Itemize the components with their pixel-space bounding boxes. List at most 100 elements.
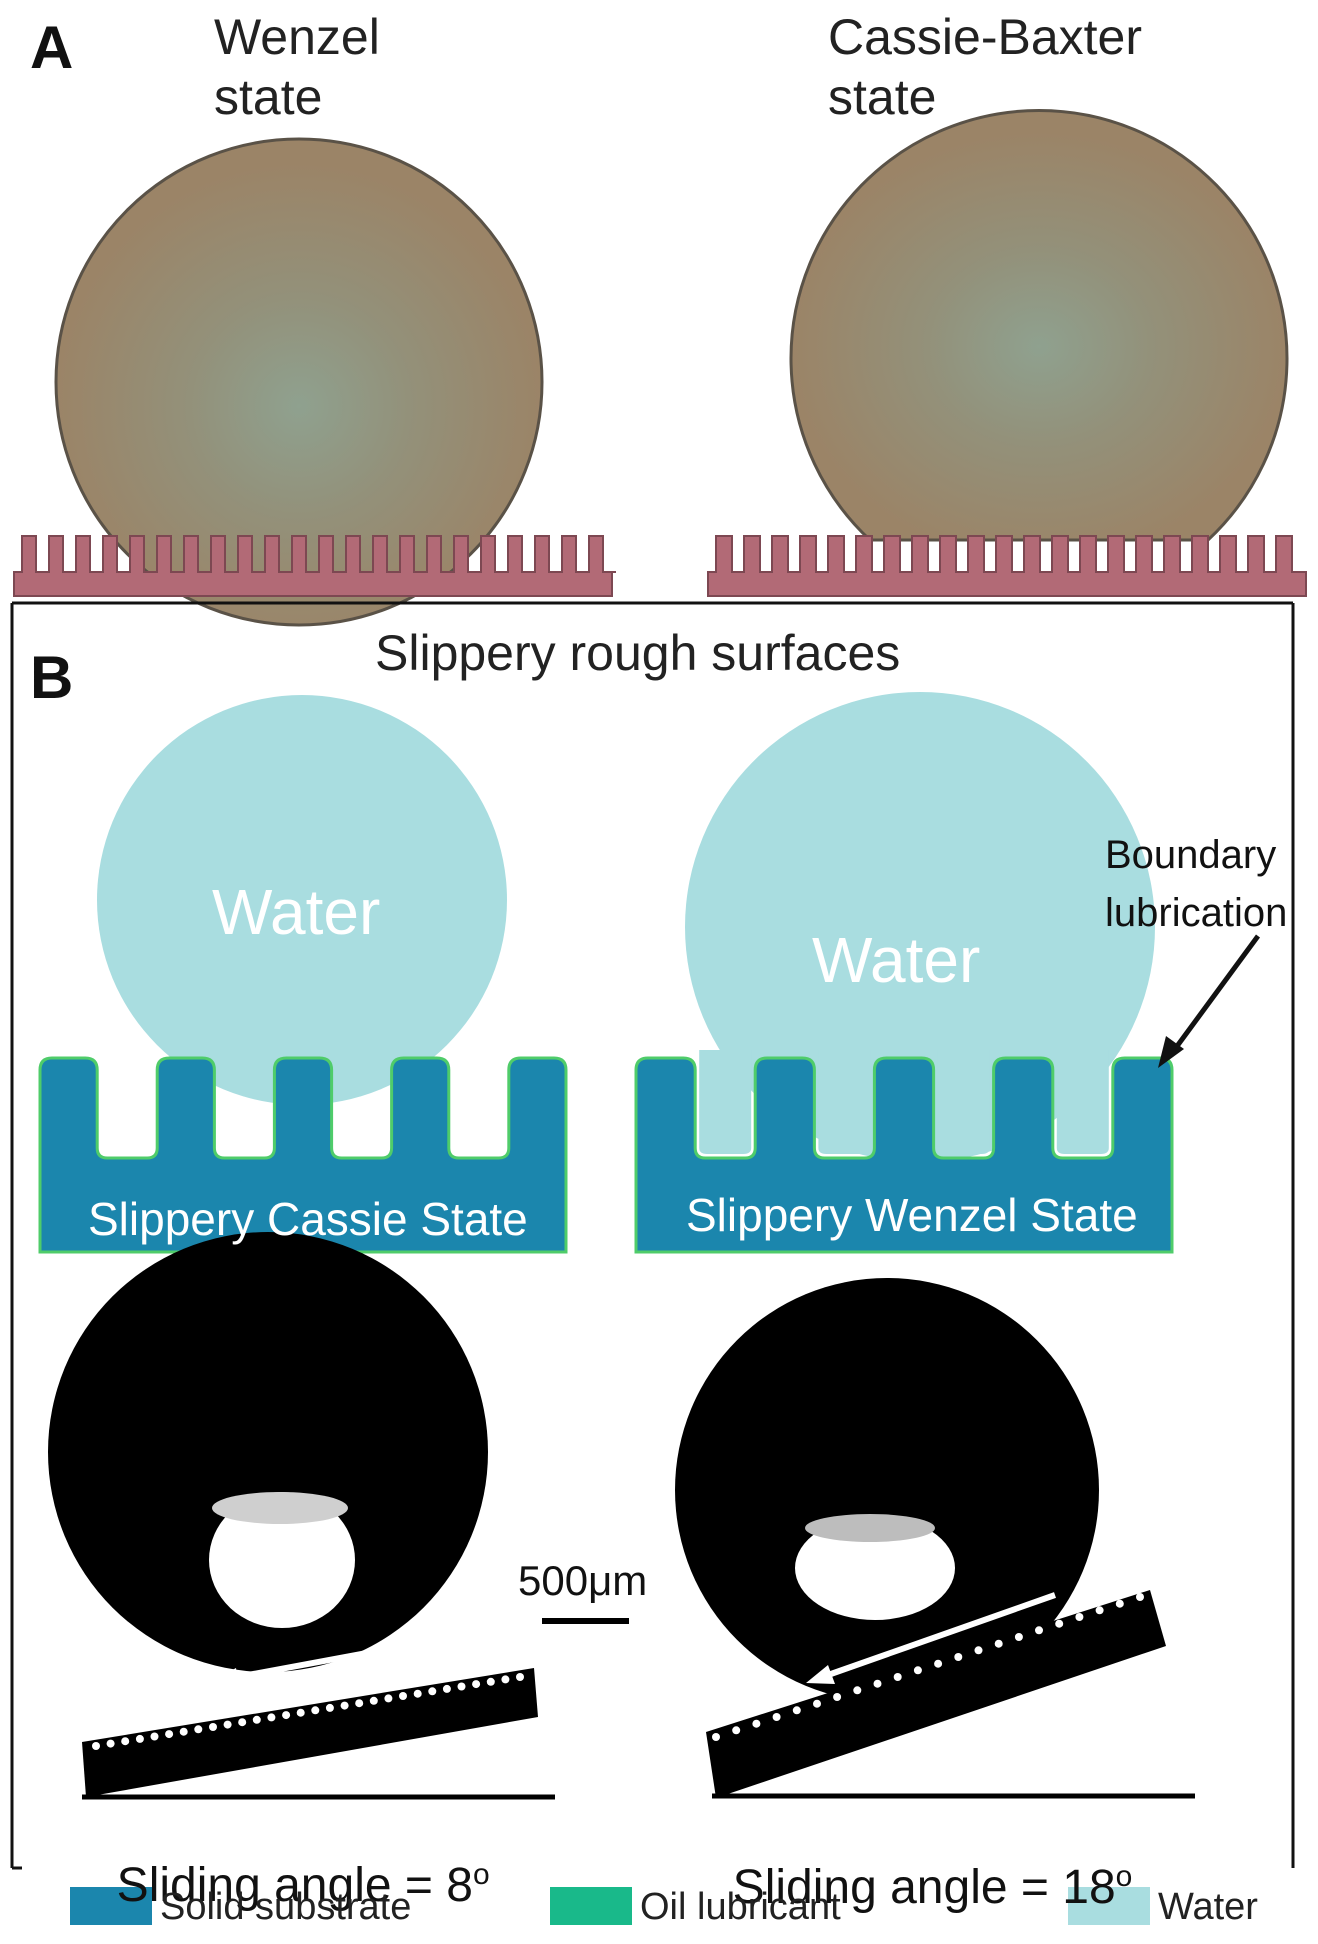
boundary-lubrication-line2: lubrication: [1105, 891, 1288, 935]
left-arrow-head: [208, 1668, 239, 1688]
panel-b-letter: B: [30, 644, 74, 711]
substrate-tooth: [752, 1719, 761, 1728]
wenzel-title-line1: Wenzel: [214, 9, 380, 65]
substrate-tooth: [340, 1701, 349, 1710]
substrate-tooth: [994, 1639, 1003, 1648]
substrate-tooth: [165, 1730, 174, 1739]
substrate-tooth: [428, 1687, 437, 1696]
wenzel-title-line2: state: [214, 69, 323, 125]
substrate-tooth: [1095, 1606, 1104, 1615]
substrate-tooth: [501, 1675, 510, 1684]
substrate-tooth: [1136, 1593, 1144, 1601]
left-sliding-angle: Sliding angle = 8o: [90, 1812, 490, 1910]
substrate-tooth: [1115, 1599, 1124, 1608]
substrate-tooth: [194, 1725, 203, 1734]
substrate-tooth: [893, 1673, 902, 1681]
substrate-tooth: [282, 1711, 291, 1720]
right-photo-substrate: [706, 1590, 1166, 1798]
substrate-tooth: [853, 1686, 862, 1695]
left-water-label: Water: [212, 876, 381, 948]
wenzel-droplet: [54, 137, 544, 627]
photo-right-18deg: [675, 1278, 1195, 1799]
substrate-tooth: [833, 1693, 842, 1701]
right-arrow-line: [827, 1592, 1056, 1678]
scale-bar-label: 500μm: [518, 1557, 648, 1604]
substrate-tooth: [296, 1708, 305, 1717]
substrate-tooth: [1035, 1626, 1043, 1635]
substrate-tooth: [223, 1720, 232, 1729]
left-photo-teeth: [92, 1673, 524, 1750]
left-photo-highlight-top: [212, 1492, 348, 1524]
substrate-tooth: [954, 1653, 963, 1661]
slippery-cassie-schematic: [38, 695, 568, 1254]
substrate-tooth: [913, 1666, 922, 1675]
wenzel-blue-substrate: [634, 1056, 1174, 1254]
substrate-tooth: [516, 1673, 524, 1681]
slippery-wenzel-schematic: [634, 692, 1261, 1254]
substrate-tooth: [486, 1677, 495, 1686]
substrate-tooth: [873, 1679, 882, 1688]
substrate-tooth: [399, 1692, 407, 1700]
substrate-tooth: [121, 1737, 130, 1746]
substrate-tooth: [92, 1742, 100, 1750]
substrate-tooth: [732, 1726, 741, 1735]
left-arrow-line: [231, 1642, 411, 1681]
substrate-tooth: [150, 1732, 159, 1741]
left-sliding-angle-degree: o: [472, 1858, 490, 1891]
slippery-cassie-label: Slippery Cassie State: [88, 1193, 528, 1245]
substrate-tooth: [252, 1715, 261, 1724]
panel-b-title: Slippery rough surfaces: [375, 625, 901, 681]
substrate-tooth: [1075, 1613, 1084, 1621]
substrate-tooth: [325, 1703, 334, 1712]
legend-label-water: Water: [1158, 1886, 1258, 1928]
substrate-tooth: [209, 1723, 217, 1731]
substrate-tooth: [974, 1646, 983, 1655]
boundary-lubrication-line1: Boundary: [1105, 833, 1277, 877]
substrate-tooth: [442, 1684, 451, 1693]
substrate-tooth: [238, 1718, 247, 1727]
substrate-tooth: [772, 1713, 781, 1721]
substrate-tooth: [792, 1706, 801, 1715]
right-photo-droplet: [675, 1278, 1099, 1702]
substrate-tooth: [1014, 1633, 1023, 1641]
cassie-baxter-title-line2: state: [828, 69, 937, 125]
cassie-substrate: [707, 535, 1307, 597]
substrate-tooth: [135, 1734, 144, 1743]
boundary-arrow-head: [1158, 1036, 1184, 1068]
substrate-tooth: [472, 1680, 481, 1689]
left-photo-substrate: [82, 1668, 538, 1797]
panel-a-letter: A: [30, 14, 74, 81]
substrate-tooth: [369, 1696, 378, 1705]
cassie-water-droplet: [97, 695, 507, 1105]
legend-swatch-oil-lubricant: [550, 1887, 632, 1925]
right-sliding-angle-degree: o: [1115, 1860, 1133, 1893]
right-sliding-angle-text: Sliding angle = 18: [732, 1861, 1116, 1914]
substrate-tooth: [813, 1699, 821, 1708]
wenzel-substrate: [13, 535, 616, 597]
legend-swatch-solid-substrate: [70, 1887, 152, 1925]
right-arrow-head: [806, 1665, 835, 1684]
right-sliding-angle: Sliding angle = 18o: [706, 1814, 1133, 1914]
right-photo-highlight: [795, 1516, 955, 1620]
substrate-tooth: [1055, 1619, 1064, 1628]
left-sliding-angle-text: Sliding angle = 8: [116, 1859, 473, 1912]
left-photo-droplet: [48, 1232, 488, 1672]
substrate-tooth: [355, 1699, 364, 1708]
left-photo-highlight: [209, 1492, 355, 1628]
boundary-arrow-line: [1169, 934, 1261, 1055]
wenzel-water-in-grooves: [699, 1050, 1109, 1154]
substrate-tooth: [179, 1727, 188, 1736]
substrate-tooth: [384, 1694, 393, 1703]
right-photo-highlight-top: [805, 1514, 935, 1542]
panel-a-left-wenzel: [13, 137, 616, 627]
substrate-tooth: [311, 1706, 320, 1715]
right-water-label: Water: [812, 924, 981, 996]
right-photo-teeth: [712, 1593, 1144, 1741]
photo-left-8deg: [48, 1232, 555, 1800]
cassie-droplet: [789, 109, 1289, 542]
substrate-tooth: [934, 1659, 943, 1668]
panel-a-right-cassie: [707, 109, 1307, 597]
cassie-baxter-title-line1: Cassie-Baxter: [828, 9, 1142, 65]
